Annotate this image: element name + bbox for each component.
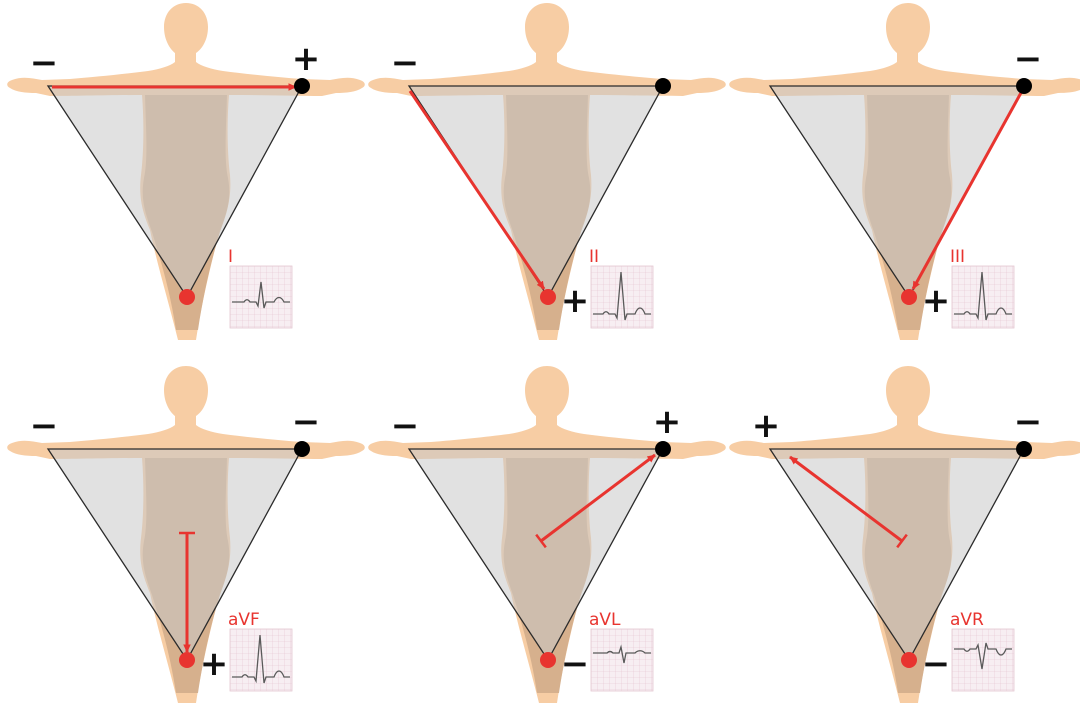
ecg-grid [590,265,654,329]
lead-label: aVL [589,610,621,630]
foot-electrode [179,289,195,305]
ecg-strip [951,265,1015,329]
foot-polarity: − [561,644,590,684]
foot-electrode [901,652,917,668]
left-arm-polarity: − [1014,39,1043,79]
lead-panel-avr: + − − aVR [729,366,1080,703]
lead-label: aVF [228,610,260,630]
ecg-strip [229,265,293,329]
einthoven-triangle [46,448,304,662]
ecg-grid [590,628,654,692]
right-arm-polarity: − [30,406,59,446]
vector-origin-bar [896,533,908,549]
einthoven-triangle [768,85,1026,299]
left-arm-electrode [655,441,671,457]
ecg-grid [951,265,1015,329]
right-arm-polarity: − [391,43,420,83]
left-arm-electrode [1016,78,1032,94]
foot-polarity: + [200,644,229,684]
ecg-strip [590,265,654,329]
ecg-grid [229,628,293,692]
foot-polarity: + [922,281,951,321]
left-arm-polarity: − [292,402,321,442]
lead-label: I [228,247,233,267]
lead-vector-arrow [789,455,903,543]
ecg-trace [232,634,290,684]
lead-panels: − + I − + II − + III − − + aVF − + − aVL + − − aVR [7,3,1080,703]
lead-label: aVR [950,610,984,630]
ecg-strip [229,628,293,692]
ecg-strip [590,628,654,692]
right-arm-polarity: + [752,406,781,446]
vector-origin-bar [535,533,547,549]
ecg-trace [232,281,290,309]
left-arm-electrode [655,78,671,94]
right-arm-polarity: − [30,43,59,83]
lead-panel-avl: − + − aVL [368,366,726,703]
lead-panel-avf: − − + aVF [7,366,365,703]
foot-electrode [540,652,556,668]
foot-polarity: − [922,644,951,684]
ecg-trace [954,271,1012,321]
left-arm-polarity: + [292,39,321,79]
foot-electrode [540,289,556,305]
left-arm-electrode [294,441,310,457]
foot-electrode [901,289,917,305]
lead-vector-arrow [408,90,546,290]
ecg-grid [229,265,293,329]
left-arm-electrode [1016,441,1032,457]
lead-vector-arrow [911,90,1024,290]
left-arm-electrode [294,78,310,94]
lead-vector-arrow [540,453,656,543]
lead-panel-i: − + I [7,3,365,340]
lead-label: II [589,247,599,267]
foot-polarity: + [561,281,590,321]
foot-electrode [179,652,195,668]
lead-panel-iii: − + III [729,3,1080,340]
ecg-trace [954,642,1012,670]
einthoven-triangle [407,85,665,299]
ecg-trace [593,271,651,321]
ecg-strip [951,628,1015,692]
left-arm-polarity: − [1014,402,1043,442]
einthoven-triangle [46,85,304,299]
lead-panel-ii: − + II [368,3,726,340]
einthoven-triangle [407,448,665,662]
right-arm-polarity: − [391,406,420,446]
ecg-trace [593,644,651,664]
lead-label: III [950,247,965,267]
einthoven-triangle [768,448,1026,662]
left-arm-polarity: + [653,402,682,442]
